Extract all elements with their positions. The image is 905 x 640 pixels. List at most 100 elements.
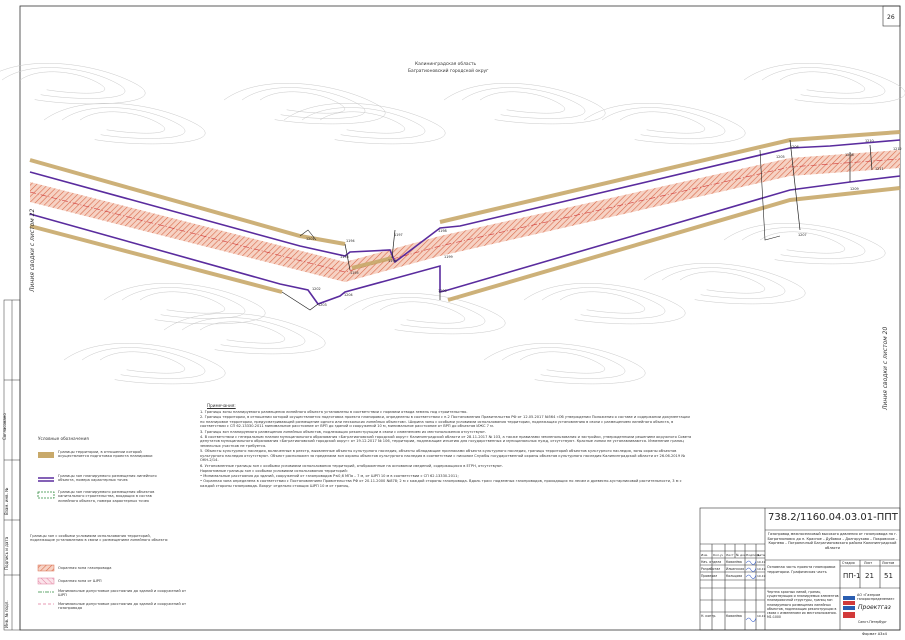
legend-title: Условные обозначения	[38, 436, 89, 441]
legend-icons	[37, 452, 55, 605]
point-label: 1211	[875, 167, 884, 171]
tb-date: 10.19	[757, 574, 766, 578]
point-label: 1200	[438, 289, 447, 293]
title-block-grid	[699, 507, 901, 631]
point-label: 1203	[318, 303, 327, 307]
contour-line	[743, 63, 905, 105]
side-stamp-replace: Взам. инв. №	[4, 487, 9, 515]
planned-zone-north	[29, 139, 901, 264]
contour-line	[63, 343, 226, 385]
point-label: 1196	[388, 259, 397, 263]
contour-line	[223, 83, 386, 125]
point-label: 1194	[346, 239, 355, 243]
point-label: 1205	[776, 155, 785, 159]
tb-name: Ковалёва	[726, 614, 742, 618]
district-label: Багратионовский городской округ	[408, 67, 489, 74]
contour-line	[619, 111, 705, 134]
tb-header-cell: Подпись	[746, 553, 760, 557]
contour-line	[103, 283, 266, 325]
tb-header-cell: Дата	[757, 553, 765, 557]
legend-zone-item-shrp: Охранная зона от ШРП	[58, 579, 102, 583]
note-item: 1. Границы зоны планируемого размещения …	[200, 410, 468, 414]
sheet-value: 21	[865, 572, 874, 580]
contour-line	[723, 223, 886, 265]
contour-line	[19, 71, 105, 94]
tb-date: 10.19	[757, 614, 766, 618]
legend-pink-hatch-icon	[37, 577, 55, 585]
notes-title: Примечания:	[207, 403, 236, 408]
legend-item-oks: Границы зон планируемого размещения объе…	[58, 490, 155, 503]
contour-line	[343, 293, 506, 335]
contour-line	[199, 321, 285, 344]
contour-line	[139, 291, 225, 314]
contour-line	[43, 103, 206, 145]
legend-red-hatch-icon	[37, 564, 55, 572]
signatures	[745, 560, 757, 622]
contour-line	[163, 313, 326, 355]
company-name: АО «Газпром газораспределение»	[857, 593, 895, 602]
contour-line	[523, 283, 686, 325]
company-brand: Проектгаз	[858, 604, 891, 611]
legend-tan-band-icon	[38, 452, 54, 458]
legend-zone-item-gas: Охранная зона газопровода	[58, 566, 112, 570]
tb-date: 10.19	[757, 560, 766, 564]
contour-line	[583, 103, 746, 145]
point-label: 1204	[344, 293, 353, 297]
sheets-value: 51	[884, 572, 893, 580]
sheet-header: Лист	[864, 561, 873, 565]
point-label: 1206	[790, 145, 799, 149]
contour-line	[0, 63, 146, 105]
tb-date: 10.19	[757, 567, 766, 571]
note-item: 4. В соответствии с генеральным планом м…	[200, 434, 692, 448]
tb-header-cell: № док.	[736, 553, 747, 557]
side-stamp-sign: Подпись и дата	[4, 536, 9, 570]
stage-header: Стадия	[842, 561, 855, 565]
note-item: Нормативные границы зон с особыми услови…	[200, 468, 348, 473]
point-label: 1209	[850, 187, 859, 191]
tb-name: Ильинская	[726, 567, 745, 571]
match-line-left: Линия сводки с листом 22	[29, 209, 36, 293]
sheets-header: Листов	[882, 561, 895, 565]
contour-line	[643, 263, 806, 305]
note-item: 5. Объекты культурного наследия, включен…	[200, 449, 686, 463]
contour-line	[259, 91, 345, 114]
pipeline-corridor	[29, 130, 901, 311]
tb-name: Кольцова	[726, 574, 743, 578]
contour-line	[443, 83, 606, 125]
section-title: Основная часть проекта планировки террит…	[767, 565, 836, 574]
title-code: 738.2/1160.04.03.01-ППТ1	[768, 512, 898, 523]
legend-zone-item-min-shrp: Минимальные допустимые расстояния до зда…	[58, 589, 187, 598]
contour-line	[283, 103, 446, 145]
tb-header-cell: Кол.уч	[713, 553, 724, 557]
note-item: 6. Установленные границы зон с особыми у…	[200, 463, 504, 468]
corridor-centerline	[29, 158, 901, 273]
side-stamp-agreed: Согласовано	[2, 413, 7, 440]
point-label: 1210	[865, 139, 874, 143]
side-stamp-inv: Инв. № подл.	[4, 600, 9, 628]
point-label: 1208	[845, 153, 854, 157]
territory-boundary-south	[29, 186, 901, 302]
contour-line	[679, 271, 765, 294]
company-logo	[843, 596, 855, 618]
contour-line	[99, 351, 185, 374]
tb-role: Нач. отдела	[701, 560, 722, 564]
point-label: 1193	[340, 255, 349, 259]
point-label: 1197	[394, 233, 403, 237]
page-number: 26	[887, 14, 895, 21]
contour-line	[483, 343, 646, 385]
tb-name: Ковалёва	[726, 560, 742, 564]
legend-item-territory: Границы территории, в отношении которой …	[58, 450, 153, 459]
legend-item-zone: Границы зон планируемого размещения лине…	[58, 474, 157, 483]
contour-line	[559, 291, 645, 314]
match-line-right: Линия сводки с листом 20	[882, 327, 889, 411]
note-item: • Охранная зона определена в соответстви…	[200, 479, 682, 488]
project-title: Газопровод межпоселковый высокого давлен…	[767, 532, 898, 550]
note-item: • Минимальные расстояния до зданий, соор…	[200, 473, 459, 478]
region-label: Калининградская область	[415, 60, 477, 67]
contour-line	[379, 301, 465, 324]
contour-line	[479, 91, 565, 114]
notes-list: 1. Границы зоны планируемого размещения …	[200, 410, 695, 489]
point-label: 1199	[444, 255, 453, 259]
tb-role: Проверил	[701, 574, 718, 578]
